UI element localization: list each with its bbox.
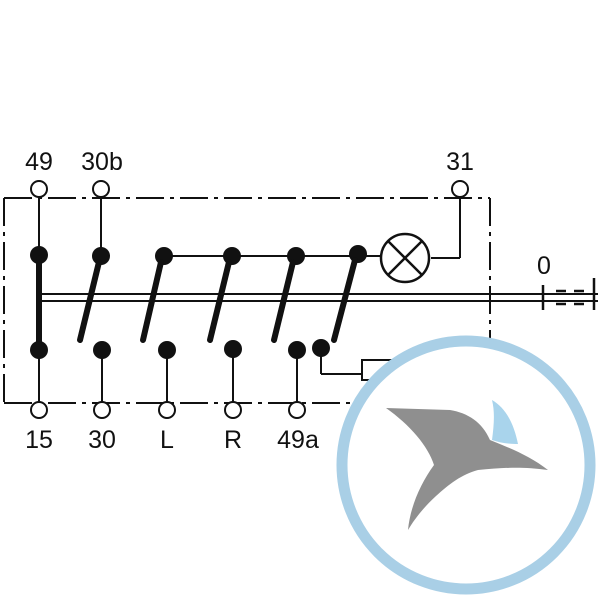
label-terminal-31: 31 bbox=[446, 148, 474, 176]
detent-position-marks bbox=[541, 278, 596, 310]
label-terminal-l: L bbox=[160, 426, 174, 454]
watermark-logo bbox=[336, 335, 596, 595]
label-terminal-49: 49 bbox=[25, 148, 53, 176]
bird-wing-accent bbox=[492, 400, 518, 444]
indicator-lamp bbox=[379, 232, 431, 284]
label-terminal-30b: 30b bbox=[81, 148, 123, 176]
terminal-30b bbox=[92, 180, 110, 198]
label-terminal-r: R bbox=[224, 426, 242, 454]
terminal-49a bbox=[288, 401, 306, 419]
actuator-linkage bbox=[36, 293, 598, 302]
terminal-rings bbox=[30, 180, 469, 419]
enclosure-box bbox=[3, 197, 491, 404]
top-leads bbox=[38, 198, 461, 259]
bottom-leads bbox=[38, 348, 362, 403]
bird-icon bbox=[386, 408, 548, 530]
terminal-30 bbox=[93, 401, 111, 419]
label-terminal-49a: 49a bbox=[277, 426, 319, 454]
label-position-0: 0 bbox=[537, 252, 551, 280]
switch-blades bbox=[36, 255, 358, 351]
lower-contacts bbox=[30, 339, 330, 359]
terminal-15 bbox=[30, 401, 48, 419]
terminal-49 bbox=[30, 180, 48, 198]
terminal-31 bbox=[451, 180, 469, 198]
terminal-l bbox=[158, 401, 176, 419]
label-terminal-15: 15 bbox=[25, 426, 53, 454]
terminal-r bbox=[224, 401, 242, 419]
label-terminal-30: 30 bbox=[88, 426, 116, 454]
